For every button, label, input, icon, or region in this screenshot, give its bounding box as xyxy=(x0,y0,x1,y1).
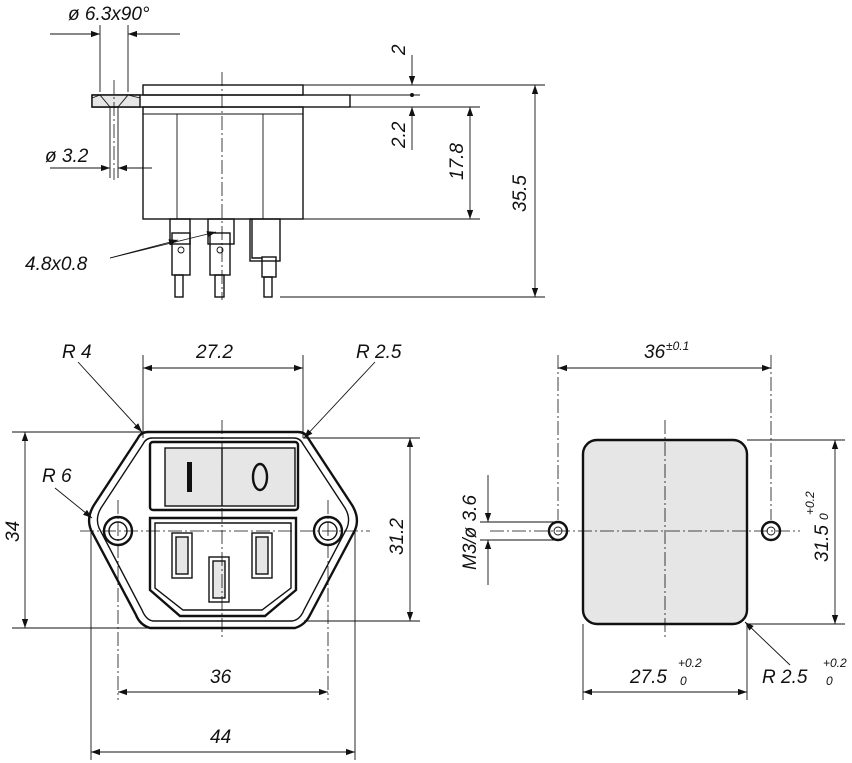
r6-label: R 6 xyxy=(42,466,72,487)
dim-17-8-label: 17.8 xyxy=(447,143,468,180)
dim-2-2-label: 2.2 xyxy=(389,121,410,149)
cut-radius-label: R 2.5 xyxy=(762,667,808,688)
cut-thread-label: M3/ø 3.6 xyxy=(460,495,481,570)
hole-dia-label: ø 3.2 xyxy=(45,146,89,167)
dim-31-2-label: 31.2 xyxy=(387,518,408,555)
cut-inner-tol-plus: +0.2 xyxy=(678,656,702,670)
dim-35-5-label: 35.5 xyxy=(510,175,531,212)
side-view: ø 6.3x90° ø 3.2 4.8x0.8 2 2.2 17.8 35.5 xyxy=(25,4,545,300)
cut-height-label: 31.5 xyxy=(812,525,833,562)
front-view: I O 27.2 R 4 R xyxy=(3,342,420,760)
dim-27-2-label: 27.2 xyxy=(195,342,233,363)
tab-size-label: 4.8x0.8 xyxy=(25,254,88,275)
r2-5-label: R 2.5 xyxy=(356,342,402,363)
cut-height-tol-zero: 0 xyxy=(817,513,831,520)
cut-inner-label: 27.5 xyxy=(629,667,667,688)
cut-height-tol-plus: +0.2 xyxy=(803,491,817,515)
cut-inner-tol-zero: 0 xyxy=(680,674,687,688)
dim-44-label: 44 xyxy=(210,727,231,748)
cut-width-tol: ±0.1 xyxy=(666,339,689,353)
chamfer-dia-label: ø 6.3x90° xyxy=(68,4,150,25)
dim-2-label: 2 xyxy=(389,44,410,56)
dim-34-label: 34 xyxy=(3,521,24,542)
cut-radius-tol-zero: 0 xyxy=(826,674,833,688)
panel-cutout: 36 ±0.1 M3/ø 3.6 31.5 +0.2 0 27.5 +0.2 0… xyxy=(460,339,847,700)
cut-radius-tol-plus: +0.2 xyxy=(823,656,847,670)
cut-width-label: 36 xyxy=(644,342,666,363)
r4-label: R 4 xyxy=(62,342,92,363)
dim-36-label: 36 xyxy=(210,667,232,688)
